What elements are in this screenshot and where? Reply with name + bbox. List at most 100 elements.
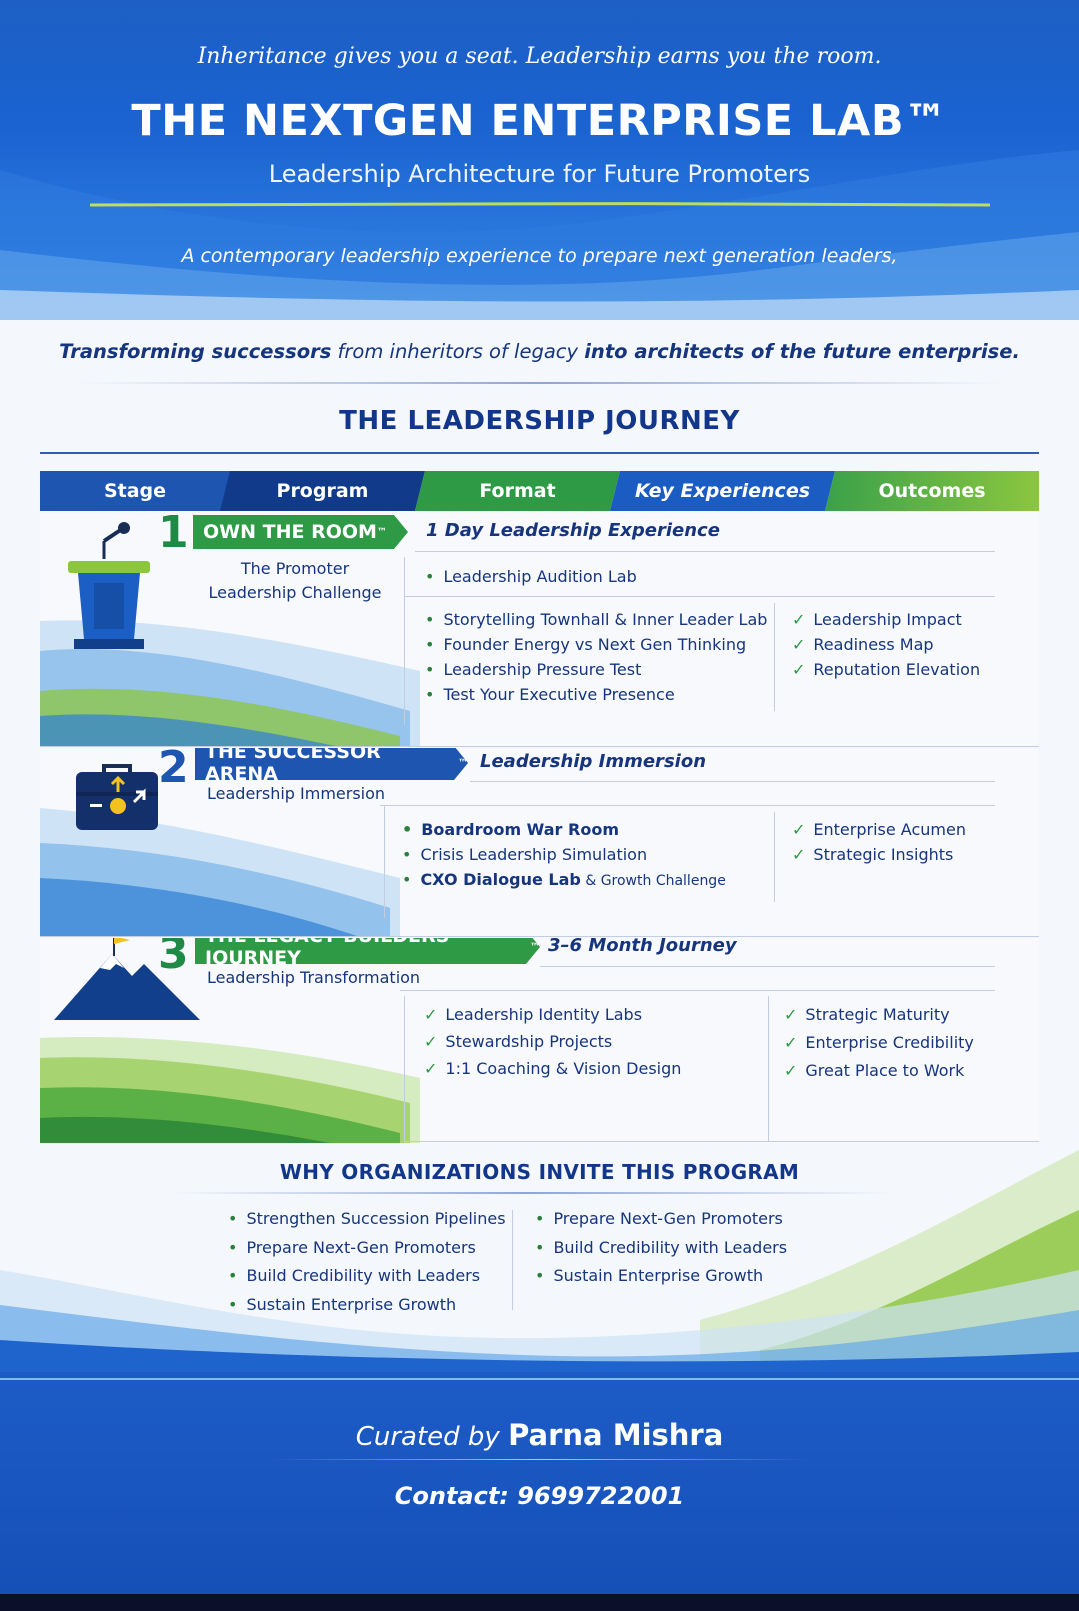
column-header-outcomes: Outcomes bbox=[825, 471, 1039, 511]
transform-part-3: into architects of the future enterprise… bbox=[584, 340, 1020, 363]
key-experiences-list: Boardroom War Room Crisis Leadership Sim… bbox=[402, 817, 726, 892]
list-item: Enterprise Acumen bbox=[792, 817, 966, 842]
program-description: Leadership Immersion bbox=[207, 784, 386, 803]
divider bbox=[40, 746, 1039, 747]
list-item-rest: & Growth Challenge bbox=[580, 873, 726, 889]
list-item: Strategic Maturity bbox=[784, 1002, 974, 1030]
divider bbox=[774, 603, 775, 711]
column-header-program: Program bbox=[220, 471, 425, 511]
column-header-format: Format bbox=[415, 471, 620, 511]
divider bbox=[404, 557, 405, 725]
list-item: Leadership Identity Labs bbox=[424, 1002, 681, 1029]
page-subtitle: Leadership Architecture for Future Promo… bbox=[268, 160, 811, 188]
outcomes-list: Enterprise Acumen Strategic Insights bbox=[792, 817, 966, 867]
list-item: Founder Energy vs Next Gen Thinking bbox=[425, 632, 767, 657]
divider bbox=[415, 551, 995, 552]
intro-text: A contemporary leadership experience to … bbox=[181, 245, 898, 267]
divider bbox=[404, 996, 405, 1141]
list-item: Boardroom War Room bbox=[402, 817, 726, 842]
divider bbox=[405, 596, 995, 597]
divider bbox=[774, 812, 775, 902]
divider bbox=[470, 781, 995, 782]
lead-experience-list: Leadership Audition Lab bbox=[425, 564, 636, 589]
transform-part-1: Transforming successors bbox=[59, 340, 332, 363]
list-item: Sustain Enterprise Growth bbox=[535, 1263, 787, 1292]
list-item: Test Your Executive Presence bbox=[425, 682, 767, 707]
curated-by: Curated by Parna Mishra bbox=[0, 1418, 1079, 1452]
program-description: The Promoter Leadership Challenge bbox=[208, 559, 382, 602]
divider bbox=[540, 966, 995, 967]
outcomes-list: Strategic Maturity Enterprise Credibilit… bbox=[784, 1002, 974, 1086]
outcomes-list: Leadership Impact Readiness Map Reputati… bbox=[792, 607, 980, 682]
key-experiences-list: Leadership Identity Labs Stewardship Pro… bbox=[424, 1002, 681, 1083]
list-item: Sustain Enterprise Growth bbox=[228, 1292, 506, 1321]
program-format: Leadership Immersion bbox=[480, 751, 707, 772]
list-item: 1:1 Coaching & Vision Design bbox=[424, 1056, 681, 1083]
trademark: ™ bbox=[458, 757, 468, 769]
curator-name: Parna Mishra bbox=[508, 1418, 724, 1452]
program-name: THE LEGACY BUILDERS JOURNEY bbox=[205, 947, 301, 969]
podium-icon bbox=[68, 522, 150, 649]
why-list-right: Prepare Next-Gen Promoters Build Credibi… bbox=[535, 1206, 787, 1292]
why-section-title: WHY ORGANIZATIONS INVITE THIS PROGRAM bbox=[279, 1160, 800, 1184]
column-header-row: Stage Program Format Key Experiences Out… bbox=[40, 471, 1039, 511]
divider bbox=[380, 805, 995, 806]
contact-info: Contact: 9699722001 bbox=[394, 1482, 685, 1510]
divider bbox=[400, 990, 995, 991]
transform-part-2: from inheritors of legacy bbox=[331, 340, 585, 363]
program-format: 1 Day Leadership Experience bbox=[426, 520, 720, 541]
list-item: Prepare Next-Gen Promoters bbox=[228, 1235, 506, 1264]
curated-by-label: Curated by bbox=[355, 1422, 500, 1452]
journey-title: THE LEADERSHIP JOURNEY bbox=[339, 406, 740, 436]
transform-statement: Transforming successors from inheritors … bbox=[0, 340, 1079, 363]
briefcase-icon bbox=[76, 764, 158, 830]
divider bbox=[40, 936, 1039, 937]
why-list-left: Strengthen Succession Pipelines Prepare … bbox=[228, 1206, 506, 1321]
mountain-flag-icon bbox=[54, 938, 200, 1020]
list-item: Great Place to Work bbox=[784, 1058, 974, 1086]
column-header-key-experiences: Key Experiences bbox=[610, 471, 835, 511]
list-item: Crisis Leadership Simulation bbox=[402, 842, 726, 867]
divider bbox=[512, 1210, 513, 1310]
divider bbox=[270, 1459, 810, 1460]
list-item: Strategic Insights bbox=[792, 842, 966, 867]
stage-number: 1 bbox=[158, 511, 189, 558]
list-item: Build Credibility with Leaders bbox=[535, 1235, 787, 1264]
trademark: ™ bbox=[530, 941, 540, 953]
list-item: Stewardship Projects bbox=[424, 1029, 681, 1056]
list-item: Strengthen Succession Pipelines bbox=[228, 1206, 505, 1235]
divider bbox=[0, 1378, 1079, 1380]
program-name: OWN THE ROOM bbox=[203, 521, 377, 543]
stage-number: 2 bbox=[158, 748, 189, 793]
list-item: Reputation Elevation bbox=[792, 657, 980, 682]
divider bbox=[404, 1141, 1039, 1142]
key-experiences-list: Storytelling Townhall & Inner Leader Lab… bbox=[425, 607, 767, 707]
divider bbox=[40, 452, 1039, 454]
header-wave-decoration bbox=[0, 150, 1079, 320]
column-header-stage: Stage bbox=[40, 471, 230, 511]
list-item: Leadership Impact bbox=[792, 607, 980, 632]
program-name: THE SUCCESSOR ARENA bbox=[205, 748, 381, 785]
program-description: Leadership Transformation bbox=[207, 968, 421, 987]
header-band: Inheritance gives you a seat. Leadership… bbox=[0, 0, 1079, 320]
divider bbox=[384, 806, 385, 918]
list-item-bold: CXO Dialogue Lab bbox=[420, 870, 581, 889]
divider bbox=[768, 996, 769, 1141]
list-item: Storytelling Townhall & Inner Leader Lab bbox=[425, 607, 767, 632]
list-item: CXO Dialogue Lab & Growth Challenge bbox=[402, 867, 726, 892]
list-item: Enterprise Credibility bbox=[784, 1030, 973, 1058]
trademark: ™ bbox=[376, 526, 387, 538]
divider bbox=[80, 382, 1000, 384]
divider bbox=[170, 1192, 890, 1194]
list-item: Leadership Audition Lab bbox=[425, 564, 636, 589]
list-item: Build Credibility with Leaders bbox=[228, 1263, 506, 1292]
program-format: 3–6 Month Journey bbox=[548, 938, 737, 956]
page-title: THE NEXTGEN ENTERPRISE LAB™ bbox=[131, 96, 948, 146]
